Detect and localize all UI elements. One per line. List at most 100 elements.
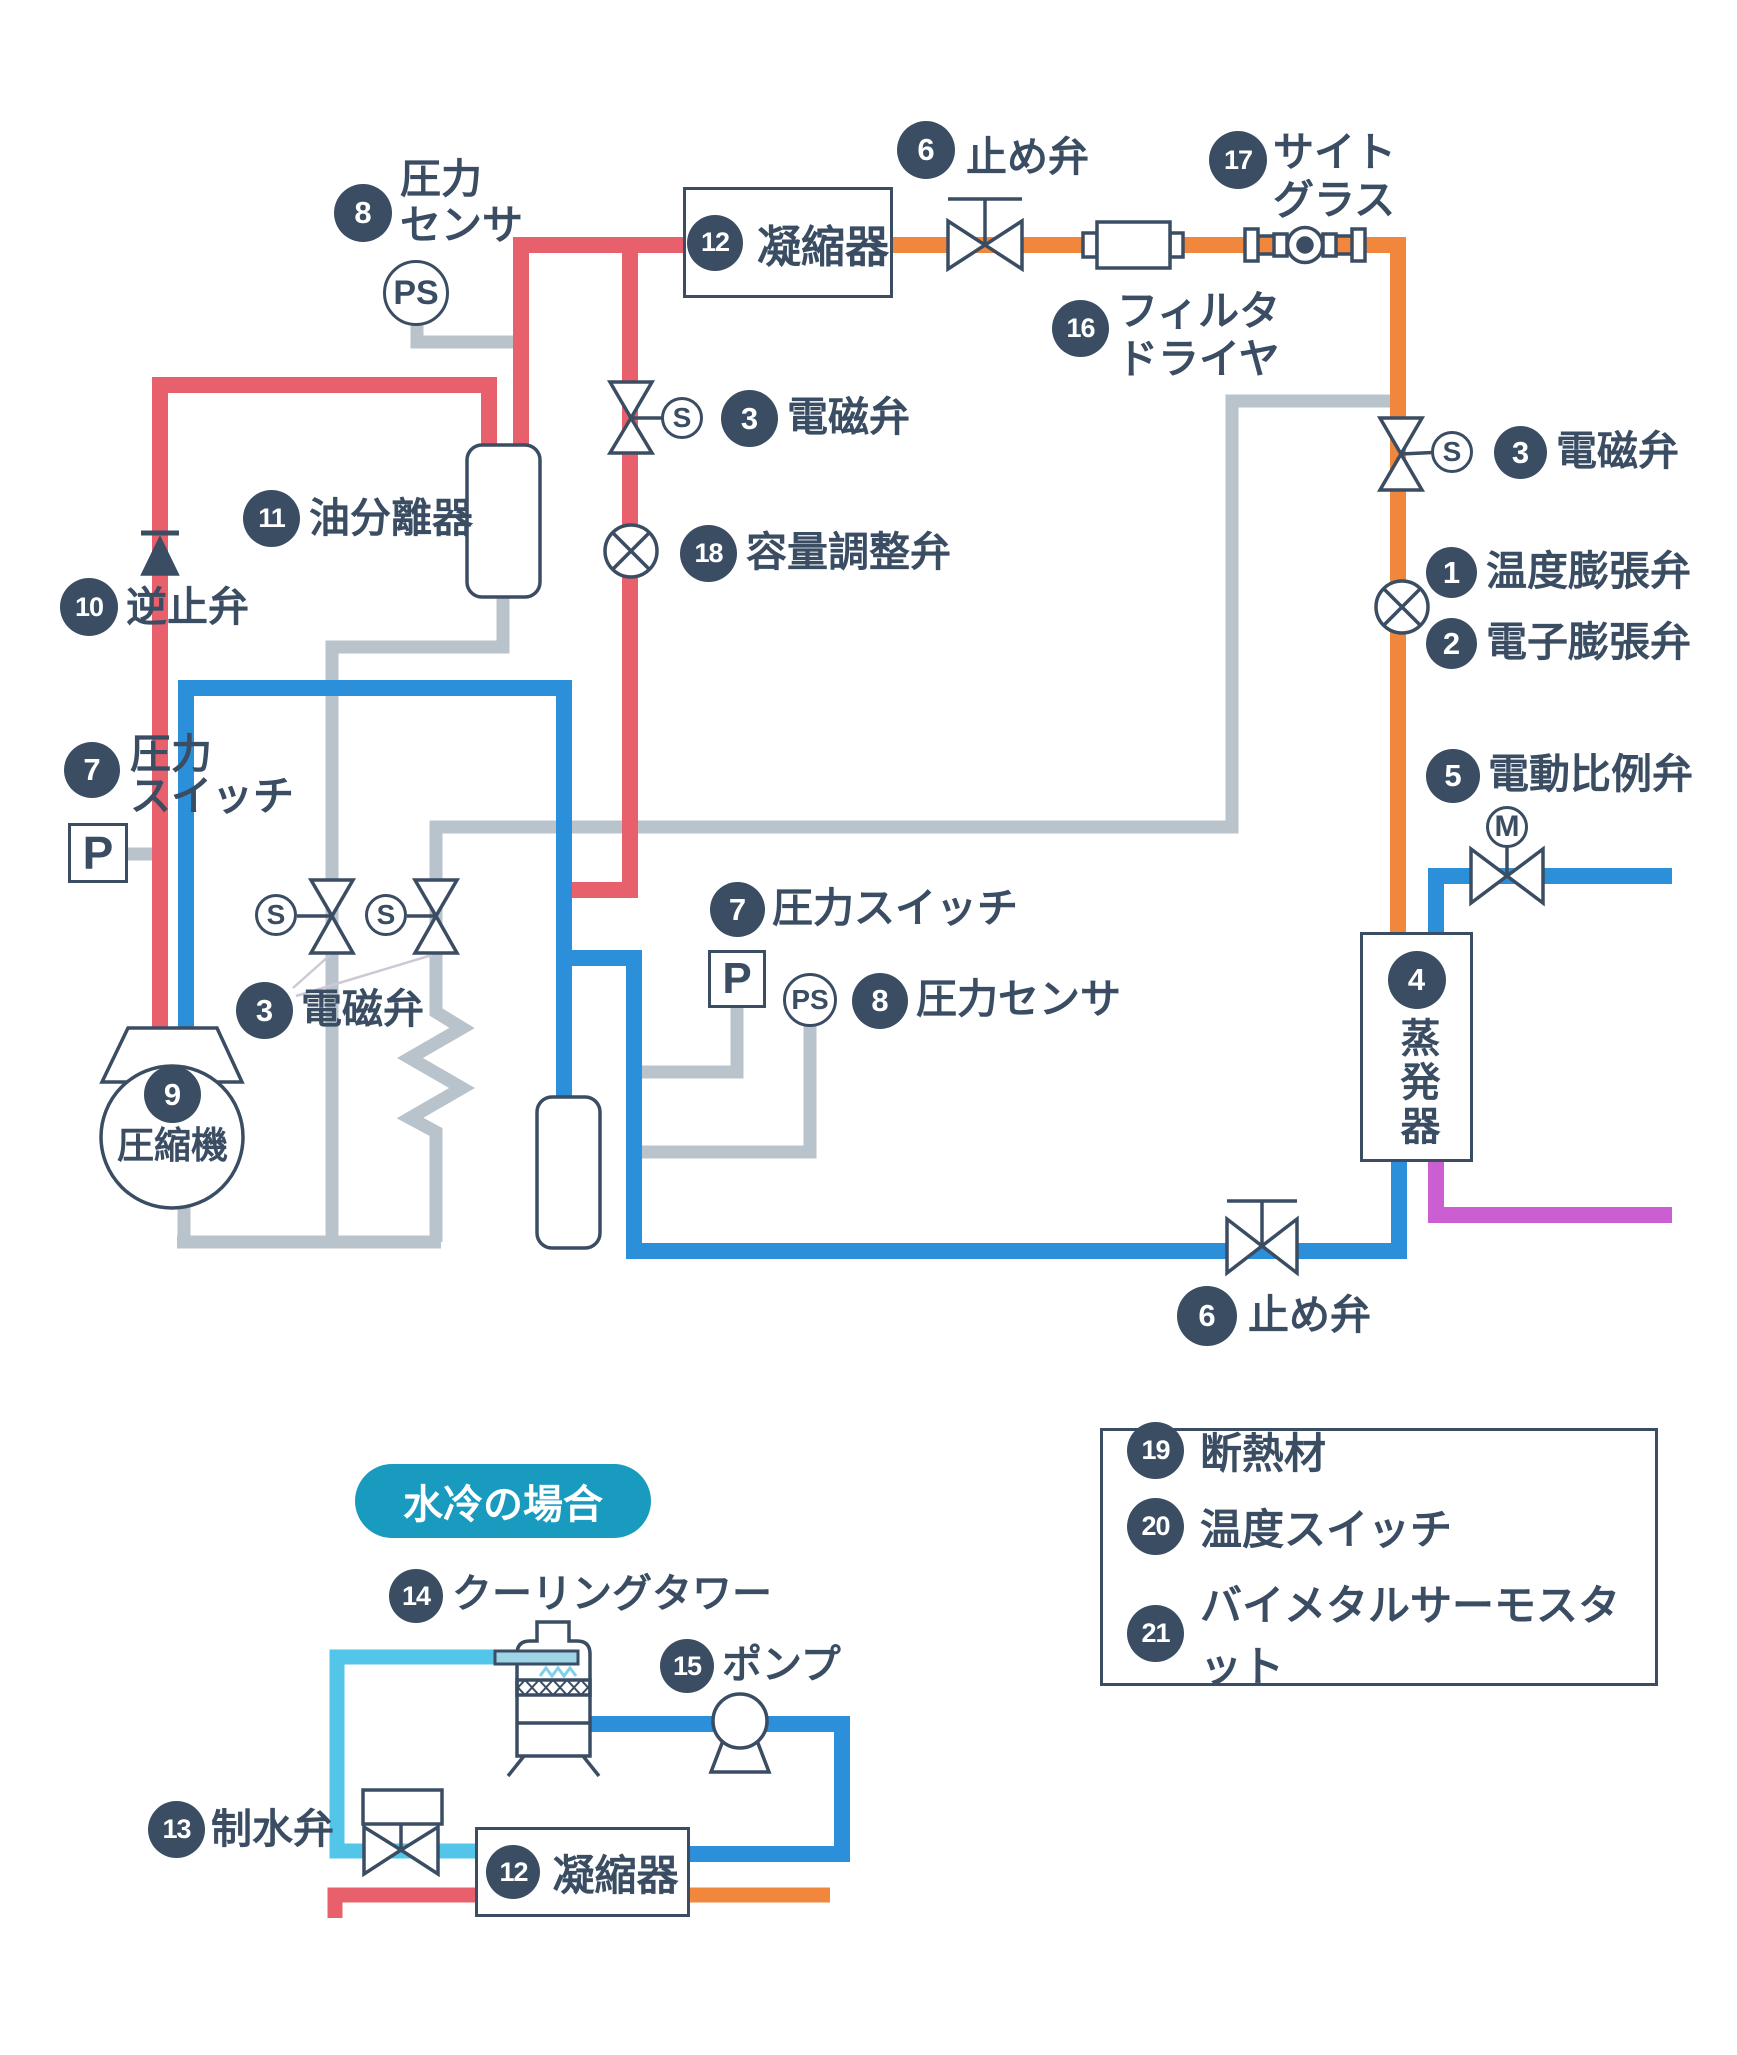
motor-proportional-valve-badge: 5	[1426, 749, 1480, 803]
thermo-expansion-valve-badge: 1	[1426, 547, 1477, 598]
stop-valve-badge: 6	[1177, 1286, 1237, 1346]
motor-valve-icon	[1469, 842, 1545, 907]
sight-glass-label-1: サイト	[1273, 129, 1396, 175]
solenoid-valve-icon	[407, 878, 461, 955]
oil-separator-label: 油分離器	[309, 495, 473, 541]
legend-item-insulation: 19 断熱材	[1127, 1420, 1326, 1481]
stop-valve-badge: 6	[897, 121, 955, 179]
filter-dryer-label-2: ドライヤ	[1117, 336, 1280, 382]
oil-separator-badge: 11	[243, 490, 300, 547]
filter-dryer-badge: 16	[1052, 300, 1109, 357]
pointer-lines	[292, 953, 433, 998]
chilled-water-in-pipe	[1428, 868, 1672, 934]
discharge-to-condenser-pipe	[513, 237, 685, 449]
solenoid-valve-badge: 3	[721, 390, 778, 447]
pressure-sensor-badge: 8	[852, 973, 908, 1029]
liquid-line-pipe	[891, 237, 1406, 934]
chilled-water-out-pipe	[1428, 1160, 1672, 1223]
solenoid-symbol: S	[255, 894, 297, 936]
filter-dryer-label-1: フィルタ	[1117, 288, 1281, 334]
pump-icon	[708, 1692, 772, 1774]
control-lines	[128, 323, 1391, 1249]
water-cooled-case-pill: 水冷の場合	[355, 1464, 651, 1538]
expansion-valve-icon	[1374, 579, 1430, 635]
evaporator-label: 蒸発器	[1394, 1017, 1439, 1149]
sight-glass-icon	[1243, 225, 1367, 265]
pressure-sensor-badge: 8	[334, 184, 392, 242]
suction-return-pipe	[558, 950, 1407, 1259]
pressure-sensor-label-2: センサ	[400, 202, 523, 248]
solenoid-valve-label: 電磁弁	[301, 986, 424, 1032]
stop-valve-label: 止め弁	[966, 134, 1089, 180]
electronic-expansion-valve-badge: 2	[1426, 618, 1477, 669]
legend-item-temperature-switch: 20 温度スイッチ	[1127, 1496, 1452, 1557]
condenser-badge: 12	[486, 1845, 541, 1899]
solenoid-valve-icon	[606, 380, 672, 455]
legend-box: 19 断熱材 20 温度スイッチ 21 バイメタルサーモスタット	[1100, 1422, 1658, 1690]
solenoid-symbol: S	[661, 397, 703, 439]
pressure-switch-badge: 7	[64, 742, 120, 798]
sight-glass-badge: 17	[1209, 131, 1267, 189]
pressure-switch-badge: 7	[710, 882, 765, 937]
cooling-tower-icon	[506, 1620, 601, 1778]
cooling-tower-badge: 14	[389, 1569, 443, 1623]
check-valve-label: 逆止弁	[126, 584, 249, 630]
sprinkler-arm-icon	[493, 1649, 580, 1679]
hot-gas-bypass-pipe	[560, 251, 638, 898]
pressure-sensor-symbol: PS	[783, 973, 837, 1027]
solenoid-valve-badge: 3	[1494, 426, 1547, 479]
stop-valve-label: 止め弁	[1248, 1292, 1371, 1338]
evaporator-badge: 4	[1387, 951, 1446, 1009]
condenser-label: 凝縮器	[552, 1851, 679, 1899]
compressor-badge: 9	[144, 1066, 201, 1123]
solenoid-valve-label: 電磁弁	[787, 394, 910, 440]
pressure-sensor-label: 圧力センサ	[916, 976, 1121, 1022]
pressure-sensor-symbol: PS	[383, 260, 449, 326]
legend-item-bimetal-thermostat: 21 バイメタルサーモスタット	[1127, 1572, 1655, 1694]
check-valve-icon	[140, 530, 180, 576]
insulation-badge: 19	[1127, 1422, 1184, 1479]
condenser-box: 12 凝縮器	[475, 1827, 690, 1917]
solenoid-valve-label: 電磁弁	[1556, 428, 1679, 474]
capacity-control-valve-label: 容量調整弁	[746, 529, 951, 575]
evaporator-box: 4 蒸発器	[1360, 932, 1473, 1162]
motor-symbol: M	[1486, 806, 1528, 848]
accumulator-vessel	[535, 1095, 602, 1250]
symbols	[99, 197, 1545, 1878]
condenser-badge: 12	[687, 214, 743, 271]
sight-glass-label-2: グラス	[1273, 177, 1396, 223]
temperature-switch-badge: 20	[1127, 1498, 1184, 1555]
solenoid-symbol: S	[365, 894, 407, 936]
solenoid-valve-icon	[297, 878, 357, 955]
capacity-control-valve-badge: 18	[680, 525, 737, 582]
pressure-sensor-label-1: 圧力	[400, 156, 482, 202]
motor-proportional-valve-label: 電動比例弁	[1488, 751, 1693, 797]
pressure-switch-label-1: 圧力	[130, 731, 212, 777]
bimetal-thermostat-label: バイメタルサーモスタット	[1200, 1582, 1621, 1690]
water-control-valve-badge: 13	[148, 1801, 205, 1858]
pump-label: ポンプ	[722, 1643, 841, 1687]
stop-valve-icon	[946, 197, 1024, 273]
pressure-switch-label: 圧力スイッチ	[772, 885, 1018, 931]
electronic-expansion-valve-label: 電子膨張弁	[1486, 619, 1691, 665]
condenser-box: 12 凝縮器	[683, 187, 893, 298]
capacity-control-valve-icon	[603, 523, 659, 579]
bimetal-thermostat-badge: 21	[1127, 1604, 1184, 1662]
oil-separator-vessel	[465, 443, 542, 599]
thermo-expansion-valve-label: 温度膨張弁	[1486, 548, 1691, 594]
insulation-label: 断熱材	[1200, 1430, 1327, 1477]
water-control-valve-icon	[361, 1788, 444, 1878]
solenoid-valve-badge: 3	[236, 982, 293, 1039]
solenoid-symbol: S	[1431, 431, 1473, 473]
cooling-tower-label: クーリングタワー	[452, 1572, 772, 1616]
discharge-pipe	[152, 377, 497, 1032]
filter-dryer-icon	[1081, 220, 1185, 270]
pressure-switch-label-2: スイッチ	[130, 773, 294, 819]
stop-valve-icon	[1225, 1199, 1299, 1277]
pressure-switch-symbol: P	[708, 950, 766, 1008]
compressor-label: 圧縮機	[117, 1125, 228, 1166]
temperature-switch-label: 温度スイッチ	[1200, 1506, 1453, 1553]
pressure-switch-symbol: P	[68, 823, 128, 883]
